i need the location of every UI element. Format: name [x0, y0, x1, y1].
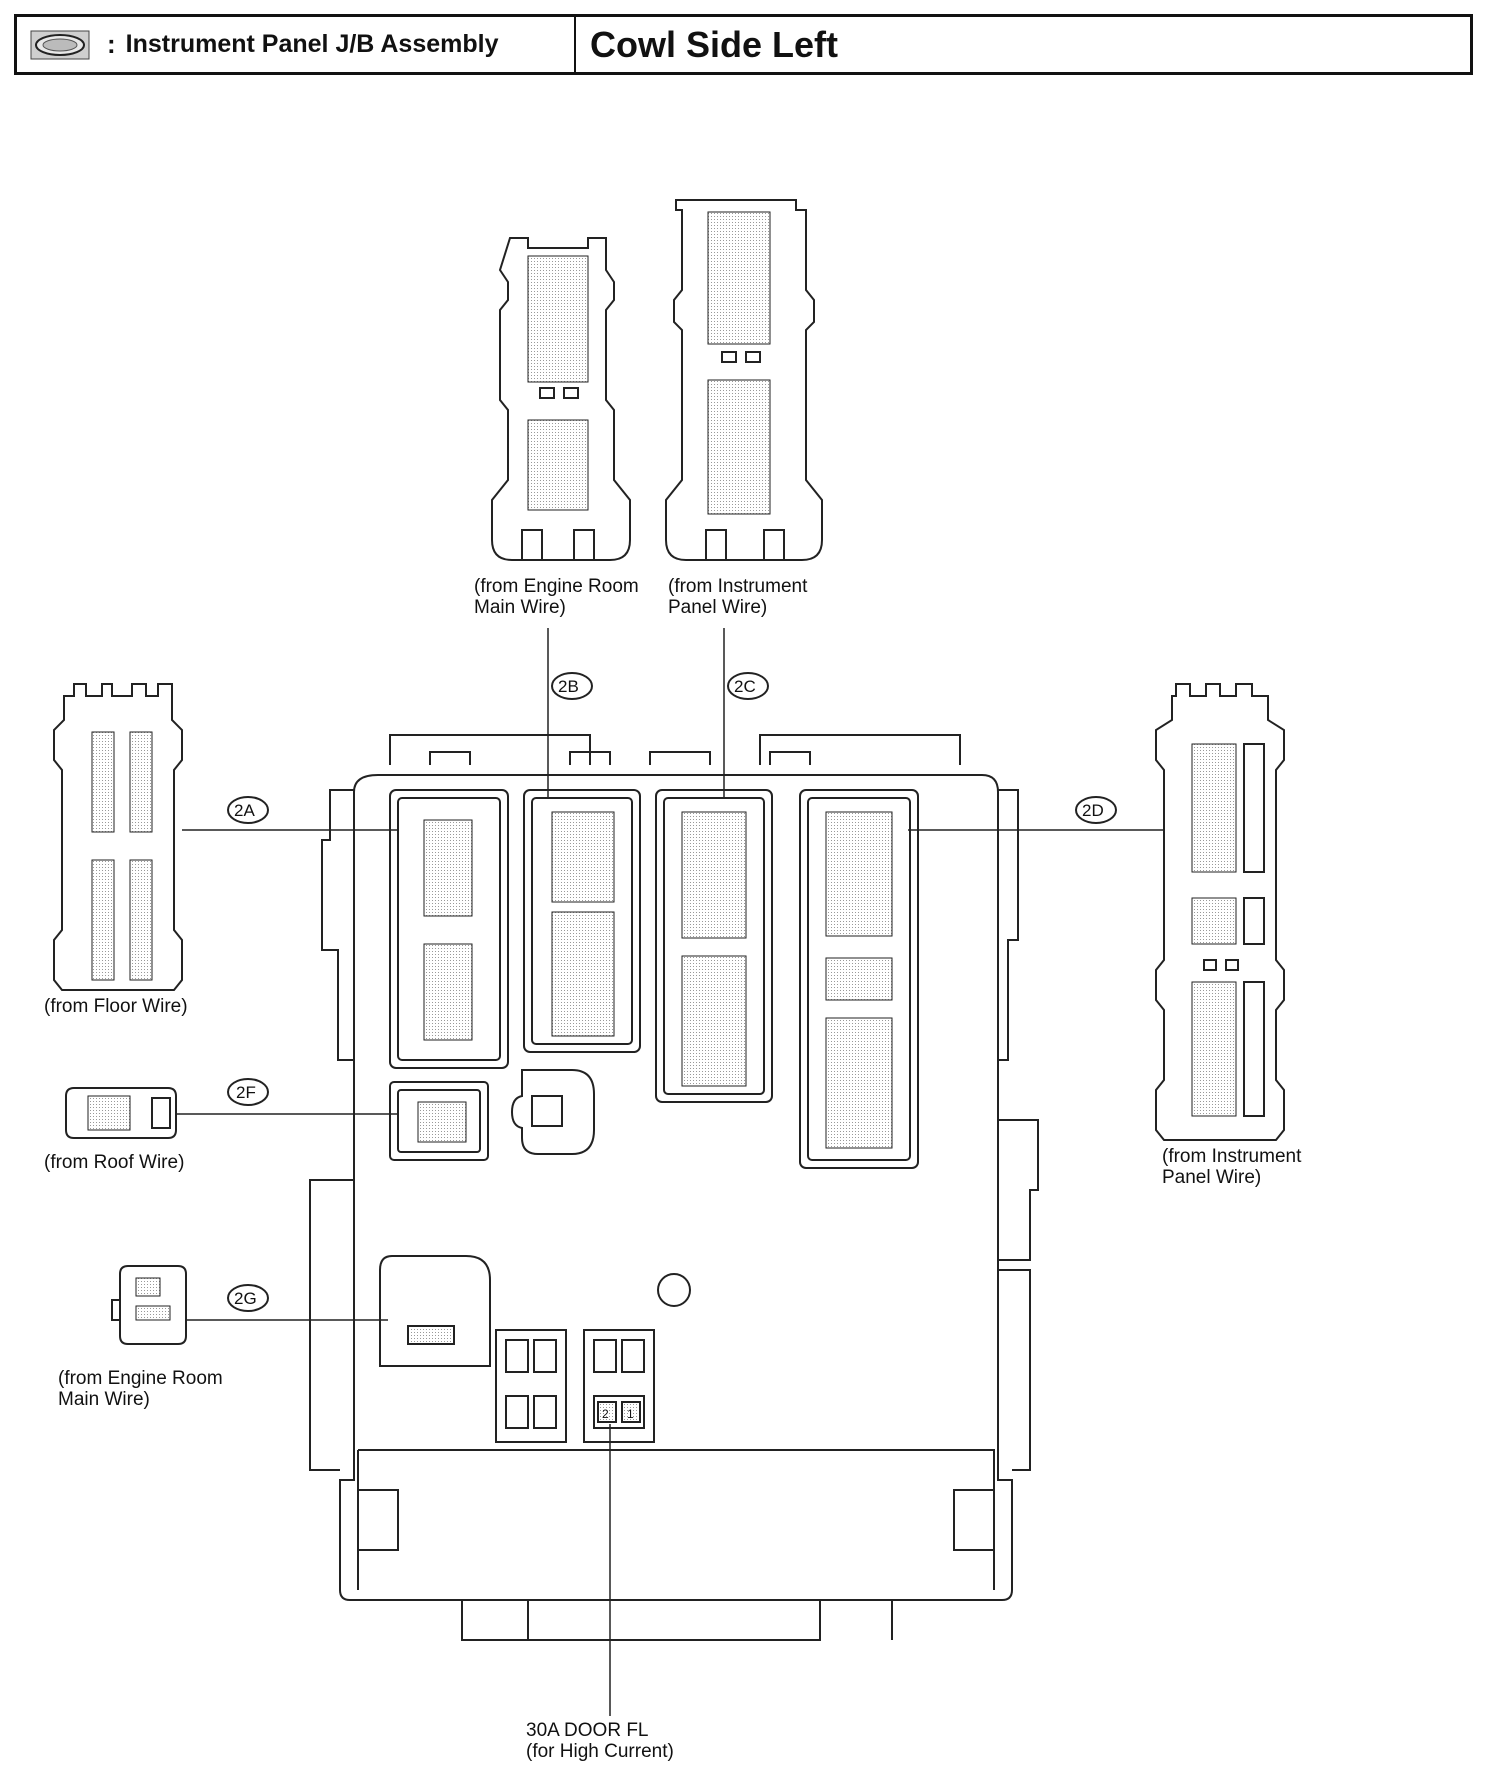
- connector-2G-source-label-line2: Main Wire): [58, 1389, 150, 1410]
- header-bar: : Instrument Panel J/B Assembly Cowl Sid…: [14, 14, 1473, 75]
- jb-socket-2F: [389, 1069, 595, 1161]
- fuse-pin-2: 2: [602, 1407, 609, 1421]
- connector-2A-source-label: (from Floor Wire): [44, 996, 188, 1017]
- connector-2D-code: 2D: [1082, 801, 1104, 820]
- connector-2B-housing: [491, 237, 631, 561]
- connector-symbol-icon: [27, 29, 93, 61]
- connector-2B-badge: 2B: [551, 672, 593, 700]
- fuse-label-line2: (for High Current): [526, 1741, 674, 1762]
- connector-2G-badge: 2G: [227, 1284, 269, 1312]
- connector-2C-housing: [665, 199, 823, 561]
- jb-socket-2D: [799, 789, 919, 1169]
- connector-2G-source-label-line1: (from Engine Room: [58, 1368, 223, 1389]
- connector-2A-badge: 2A: [227, 796, 269, 824]
- jb-socket-2B: [523, 789, 641, 1053]
- connector-2D-housing: [1155, 683, 1285, 1141]
- jb-socket-2G: [379, 1255, 491, 1367]
- connector-2A-housing: [53, 683, 183, 991]
- connector-2A-code: 2A: [234, 801, 255, 820]
- connector-2F-badge: 2F: [227, 1078, 269, 1106]
- connector-2F-code: 2F: [236, 1083, 256, 1102]
- jb-socket-2A-pins: [423, 819, 473, 1041]
- jb-socket-2C: [655, 789, 773, 1103]
- jb-socket-2A: [389, 789, 509, 1069]
- connector-2B-code: 2B: [558, 677, 579, 696]
- connector-2D-source-label-line2: Panel Wire): [1162, 1167, 1261, 1188]
- location-title: Cowl Side Left: [590, 23, 839, 65]
- fuse-pin-1: 1: [627, 1407, 634, 1421]
- connector-2G-housing: [111, 1265, 187, 1345]
- connector-2D-source-label-line1: (from Instrument: [1162, 1146, 1302, 1167]
- header-left-cell: : Instrument Panel J/B Assembly: [17, 17, 576, 72]
- connector-2D-badge: 2D: [1075, 796, 1117, 824]
- connector-2F-housing: [65, 1087, 177, 1139]
- assembly-title: Instrument Panel J/B Assembly: [125, 30, 499, 58]
- connector-2F-source-label: (from Roof Wire): [44, 1152, 184, 1173]
- jb-fuse-sockets: [495, 1329, 655, 1443]
- connector-2G-code: 2G: [234, 1289, 257, 1308]
- connector-2C-badge: 2C: [727, 672, 769, 700]
- connector-2C-code: 2C: [734, 677, 756, 696]
- jb-body: [309, 734, 1039, 1641]
- connector-2C-source-label-line1: (from Instrument: [668, 576, 808, 597]
- connector-2B-source-label-line2: Main Wire): [474, 597, 566, 618]
- header-colon: :: [107, 29, 116, 59]
- fuse-label-line1: 30A DOOR FL: [526, 1720, 649, 1741]
- connector-2C-source-label-line2: Panel Wire): [668, 597, 767, 618]
- connector-2B-source-label-line1: (from Engine Room: [474, 576, 639, 597]
